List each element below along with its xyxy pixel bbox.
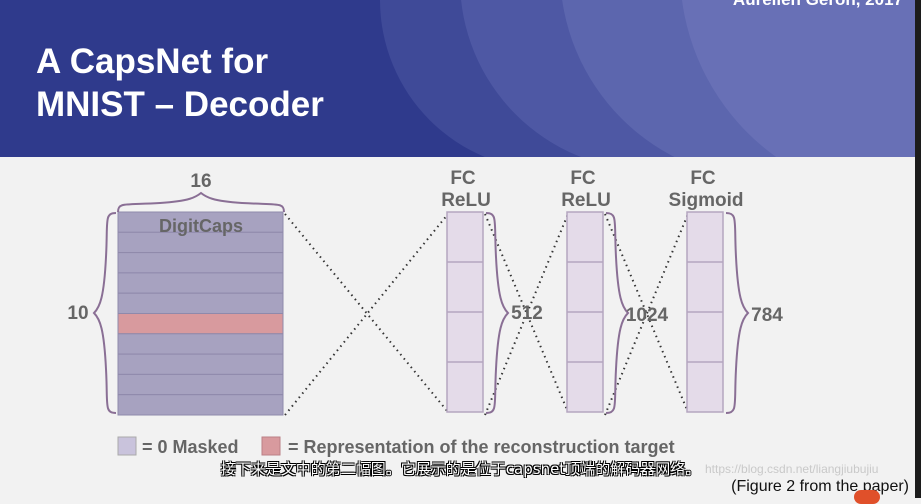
legend-masked-label: = 0 Masked — [142, 437, 239, 457]
digitcaps-masked-row — [117, 252, 284, 274]
layer-1-type: FC — [450, 168, 476, 189]
overlay-badge — [854, 490, 880, 504]
author-credit: Aurélien Géron, 2017 — [733, 0, 903, 10]
layer-2-activation: ReLU — [561, 190, 611, 211]
digitcaps-label: DigitCaps — [159, 216, 243, 236]
digitcaps-height-label: 10 — [67, 303, 88, 324]
left-brace — [92, 212, 117, 414]
layer-3-size: 784 — [751, 305, 783, 326]
layer-1-brace — [485, 212, 510, 414]
slide-title-line1: A CapsNet for — [36, 42, 269, 81]
layer-1-activation: ReLU — [441, 190, 491, 211]
layer-3-brace — [725, 212, 750, 414]
watermark-url: https://blog.csdn.net/liangjiubujiu — [705, 462, 879, 476]
legend-target-swatch — [261, 436, 281, 456]
fc-relu-layer-1 — [446, 211, 510, 414]
digitcaps-width-label: 16 — [190, 171, 211, 192]
digitcaps-masked-row — [117, 373, 284, 396]
digitcaps-block — [117, 211, 284, 416]
fc-sigmoid-layer-3 — [686, 211, 750, 414]
fc-relu-layer-2 — [566, 211, 630, 414]
figure-caption: (Figure 2 from the paper) — [731, 478, 909, 495]
video-subtitle: 接下来是文中的第二幅图。它展示的是位于capsnet顶端的解码器网络。 — [220, 460, 701, 478]
top-brace — [117, 191, 285, 213]
layer-3-type: FC — [690, 168, 716, 189]
digitcaps-masked-row — [117, 353, 284, 375]
window-edge — [915, 0, 921, 498]
slide-title-line2: MNIST – Decoder — [36, 85, 324, 124]
layer-2-brace — [605, 212, 630, 414]
legend-masked-swatch — [117, 436, 137, 456]
layer-2-size: 1024 — [626, 305, 669, 326]
digitcaps-masked-row — [117, 292, 284, 314]
layer-3-activation: Sigmoid — [669, 190, 744, 211]
decoder-diagram: 16 DigitCaps 10 FC ReLU 512 FC ReLU 1024 — [67, 168, 783, 457]
legend-target-label: = Representation of the reconstruction t… — [288, 437, 675, 457]
slide-title: A CapsNet for MNIST – Decoder — [36, 40, 324, 126]
layer-1-size: 512 — [511, 303, 543, 324]
digitcaps-masked-row — [117, 272, 284, 294]
digitcaps-masked-row — [117, 394, 284, 416]
slide-header: A CapsNet for MNIST – Decoder Aurélien G… — [0, 0, 921, 157]
connection-lines — [284, 213, 689, 416]
digitcaps-masked-row — [117, 333, 284, 355]
digitcaps-target-row — [117, 313, 284, 335]
digitcaps-rows — [117, 211, 284, 416]
layer-2-type: FC — [570, 168, 596, 189]
